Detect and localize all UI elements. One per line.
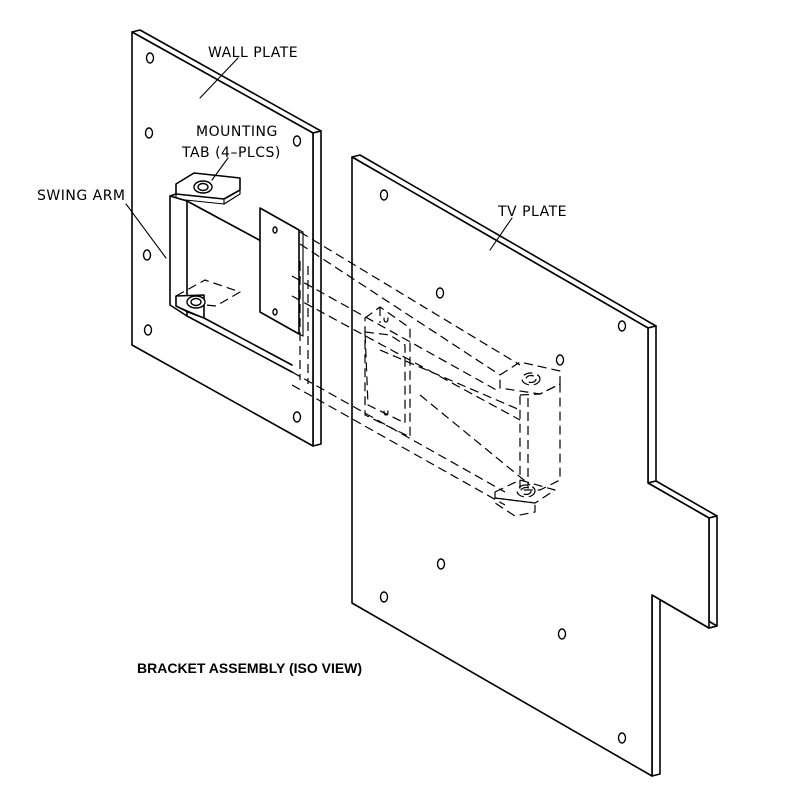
wall-plate-hole (292, 135, 302, 147)
tv-plate-hole (436, 558, 446, 570)
wall-plate-hole (142, 249, 152, 261)
drawing-title: BRACKET ASSEMBLY (ISO VIEW) (137, 660, 362, 676)
tv-plate-hole (379, 591, 389, 603)
wall-plate-hole (145, 52, 155, 64)
swing-arm (169, 172, 304, 373)
tv-plate-hole (557, 628, 567, 640)
hinge-plate (259, 207, 300, 335)
tv-plate-hole (555, 354, 565, 366)
tv-plate (351, 154, 718, 777)
wall-plate-hole (143, 324, 153, 336)
tv-plate-hole (379, 189, 389, 201)
wall-plate (131, 29, 322, 447)
label-mounting-tab-line2: TAB (4–PLCS) (181, 145, 281, 161)
label-tv-plate: TV PLATE (497, 204, 567, 220)
wall-plate-hole (144, 127, 154, 139)
tv-plate-hole (435, 287, 445, 299)
label-swing-arm: SWING ARM (37, 188, 126, 204)
tv-plate-hole (617, 320, 627, 332)
tv-plate-hole (617, 732, 627, 744)
label-wall-plate: WALL PLATE (208, 45, 298, 61)
leader-lines (125, 57, 513, 259)
mounting-tab-bottom (175, 279, 241, 307)
label-mounting-tab-line1: MOUNTING (196, 124, 278, 140)
wall-plate-hole (292, 411, 302, 423)
hidden-edges (291, 231, 561, 517)
